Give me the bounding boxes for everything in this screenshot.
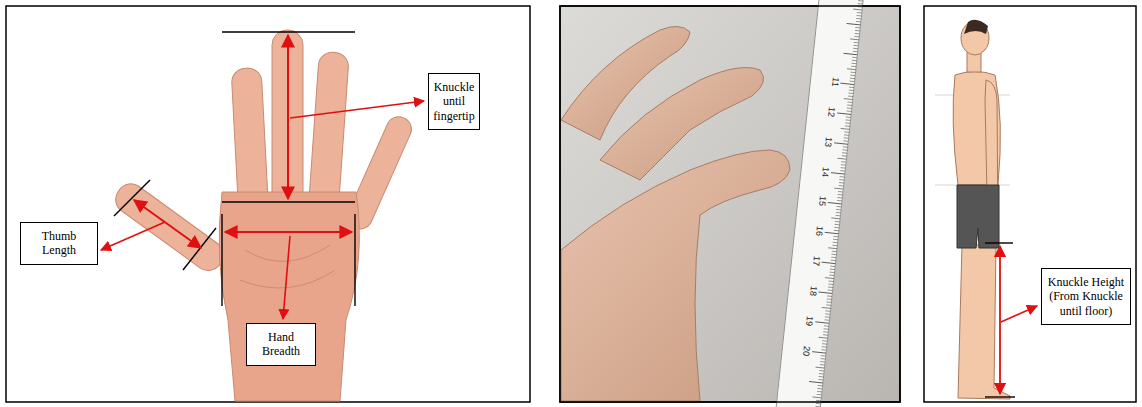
ruler-body bbox=[774, 0, 864, 407]
ruler-number: 15 bbox=[817, 196, 827, 207]
human-figure bbox=[953, 21, 1010, 399]
floor-mark bbox=[985, 396, 1015, 397]
photo-finger bbox=[561, 26, 690, 140]
leader-line bbox=[1001, 306, 1037, 322]
callout-text: Hand Breadth bbox=[251, 330, 311, 359]
figure-panel bbox=[924, 6, 1136, 402]
callout-box: Knuckle Height (From Knuckle until floor… bbox=[1041, 268, 1131, 325]
ruler-number: 16 bbox=[814, 226, 824, 237]
measure-arrows bbox=[134, 35, 352, 248]
ruler-number: 13 bbox=[823, 136, 833, 147]
ruler-number: 11 bbox=[830, 77, 840, 87]
ruler-number: 12 bbox=[826, 106, 836, 117]
ruler-ticks bbox=[774, 0, 864, 407]
callout-text: Knuckle until fingertip bbox=[433, 80, 475, 123]
ruler-number: 19 bbox=[804, 315, 814, 326]
middle-finger bbox=[272, 30, 303, 210]
thumb bbox=[110, 178, 229, 276]
knuckle-mark bbox=[985, 242, 1013, 243]
panel-frame bbox=[560, 6, 900, 402]
callout-text: Thumb Length bbox=[25, 229, 93, 258]
callout-box: Thumb Length bbox=[20, 222, 98, 265]
measure-arrow bbox=[999, 246, 1001, 394]
shorts bbox=[957, 185, 999, 248]
measure-guides bbox=[114, 32, 355, 306]
ruler bbox=[774, 0, 864, 407]
hair bbox=[964, 20, 988, 34]
panel-frame bbox=[924, 6, 1136, 402]
ruler-number: 17 bbox=[811, 256, 821, 267]
callout-box: Knuckle until fingertip bbox=[428, 73, 480, 130]
ruler-number: 18 bbox=[808, 285, 818, 296]
callout-text: Knuckle Height (From Knuckle until floor… bbox=[1046, 275, 1126, 318]
ruler-photo-panel bbox=[560, 0, 900, 407]
panel-frame bbox=[6, 6, 530, 402]
ruler-number: 20 bbox=[801, 345, 811, 356]
hand-panel bbox=[6, 6, 530, 402]
photo-hand bbox=[561, 26, 790, 401]
photo-palm bbox=[561, 150, 790, 401]
leader-lines bbox=[101, 101, 424, 319]
ring-finger bbox=[308, 51, 349, 213]
ruler-number: 14 bbox=[820, 166, 830, 177]
callout-box: Hand Breadth bbox=[246, 323, 316, 366]
hand-drawing bbox=[110, 30, 415, 401]
palm bbox=[219, 192, 359, 401]
